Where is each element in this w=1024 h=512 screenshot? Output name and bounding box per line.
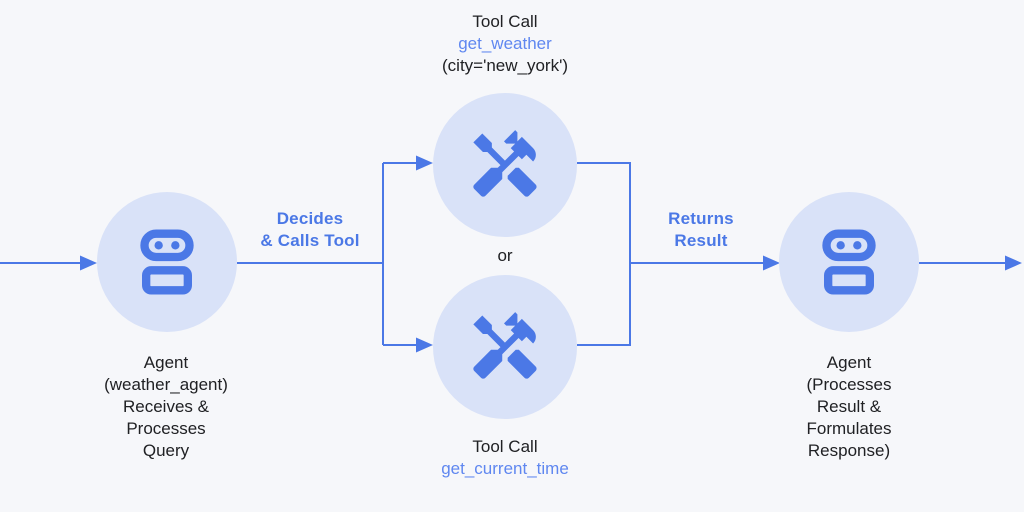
agent-right-line3: Result & (816, 397, 882, 416)
agent-left-line4: Processes (126, 419, 206, 438)
returns-line1: Returns (668, 209, 734, 228)
tool-function-name: get_weather (458, 34, 552, 53)
agent-right-line5: Response) (807, 441, 891, 460)
agent-right-line1: Agent (826, 353, 872, 372)
tool-node-bottom (433, 275, 577, 419)
hammer-wrench-icon (473, 312, 537, 379)
robot-icon (140, 229, 194, 295)
returns-result-label: Returns Result (668, 208, 734, 252)
hammer-wrench-icon (473, 130, 537, 197)
agent-right-caption: Agent (Processes Result & Formulates Res… (806, 352, 891, 462)
tool-call-top-caption: Tool Call get_weather (city='new_york') (442, 11, 568, 77)
agent-node-left (97, 192, 237, 332)
agent-node-right (779, 192, 919, 332)
arrowhead-bottom-branch (416, 337, 433, 353)
returns-line2: Result (674, 231, 728, 250)
decides-line1: Decides (276, 209, 344, 228)
robot-icon (822, 229, 876, 295)
arrowhead-entry (80, 255, 97, 271)
tool-call-title: Tool Call (472, 12, 538, 31)
decides-line2: & Calls Tool (260, 231, 360, 250)
agent-left-caption: Agent (weather_agent) Receives & Process… (104, 352, 228, 462)
agent-left-line1: Agent (143, 353, 189, 372)
tool-call-title: Tool Call (472, 437, 538, 456)
arrowhead-top-branch (416, 155, 433, 171)
tool-function-name: get_current_time (441, 459, 569, 478)
or-label: or (497, 246, 513, 265)
agent-left-line2: (weather_agent) (104, 375, 228, 394)
agent-right-line2: (Processes (806, 375, 892, 394)
tool-node-top (433, 93, 577, 237)
tool-call-arguments: (city='new_york') (442, 56, 568, 75)
agent-right-line4: Formulates (806, 419, 892, 438)
tool-call-bottom-caption: Tool Call get_current_time (441, 436, 569, 480)
agent-left-line5: Query (142, 441, 190, 460)
arrowhead-returns (763, 255, 780, 271)
arrowhead-exit (1005, 255, 1022, 271)
decides-calls-tool-label: Decides & Calls Tool (260, 208, 359, 252)
agent-left-line3: Receives & (123, 397, 209, 416)
